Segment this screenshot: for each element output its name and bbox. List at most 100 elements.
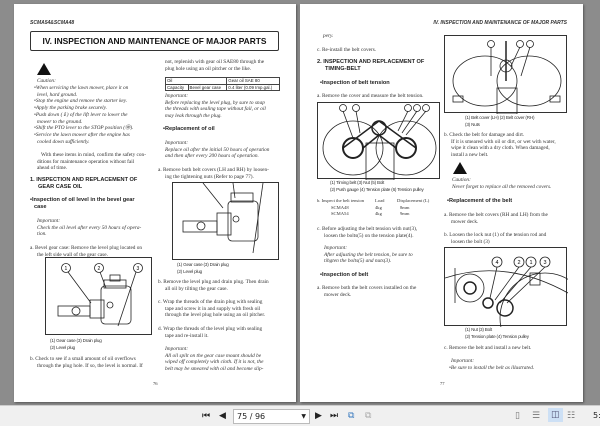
table-cell: Oil — [164, 77, 228, 85]
text-line: not, replenish with gear oil SAE80 throu… — [165, 59, 265, 65]
table-cell: 4kg — [375, 211, 382, 217]
caution-label: Caution: — [37, 78, 56, 84]
text-line: through the level plug hole using an oil… — [165, 312, 266, 319]
zoom-level[interactable]: 5: — [593, 411, 600, 420]
caption-line: (1) Nut (3) Bolt — [465, 327, 492, 332]
pdf-page-77: IV. INSPECTION AND MAINTENANCE OF MAJOR … — [300, 4, 591, 402]
important-note-2: Important: Before replacing the level pl… — [165, 93, 266, 120]
chevron-down-icon[interactable]: ▼ — [301, 413, 306, 420]
text-line: wipe it clean with a dry cloth. When dam… — [451, 145, 550, 152]
subheading-oil-level: •Inspection of oil level in the bevel ge… — [30, 197, 135, 211]
belt-tension-figure — [317, 102, 440, 181]
important-label: Important: — [324, 245, 347, 251]
gear-case-figure: 1 2 3 — [45, 257, 152, 335]
text-line: a. Remove both belt covers (LH and RH) b… — [158, 167, 269, 173]
tension-pulley-figure: 4 2 1 3 — [444, 247, 591, 364]
important-note-1: Important: After adjusting the belt tens… — [324, 245, 413, 265]
subheading-replacement-oil: •Replacement of oil — [163, 126, 215, 132]
page-number: 77 — [440, 381, 445, 386]
caution-line: cooled down sufficiently. — [37, 138, 90, 145]
text-line: through the plug hole. If so, the level … — [37, 362, 143, 369]
caption-line: (1) Gear case (3) Drain plug — [177, 262, 229, 267]
heading-line: 1. INSPECTION AND REPLACEMENT OF — [30, 177, 138, 183]
table-cell: SCMA48 — [331, 204, 349, 210]
heading-line: case — [34, 204, 47, 210]
heading-line: TIMING-BELT — [325, 66, 361, 72]
table-cell: 4kg — [375, 204, 382, 210]
belt-cover-illustration — [452, 40, 562, 115]
section-heading-2: 2. INSPECTION AND REPLACEMENT OF TIMING-… — [317, 59, 424, 73]
step-a: a. Remove the cover and measure the belt… — [317, 93, 424, 99]
caution-line: level, hard ground. — [37, 91, 78, 98]
text-line: c. Before adjusting the belt tension wit… — [317, 226, 418, 232]
callout-2: 2 — [98, 266, 101, 272]
text-line: a. Bevel gear case: Remove the level plu… — [30, 245, 143, 251]
text-line: belt may be smeared with oil and become … — [165, 366, 264, 373]
text-line: Before replacing the level plug, by sure… — [165, 99, 265, 106]
table-cell: SCMA54 — [331, 211, 349, 217]
caption-line: (3) Nuts — [465, 121, 480, 127]
mower-deck-illustration — [322, 104, 437, 181]
step2-a: a. Remove both belt covers (LH and RH) b… — [158, 167, 269, 180]
step-c2: c. Before adjusting the belt tension wit… — [317, 226, 417, 239]
first-page-button[interactable]: ⏮ — [202, 411, 211, 421]
important-note-1: Important: Check the oil level after eve… — [37, 218, 141, 238]
caution-label: Caution: — [452, 177, 471, 183]
important-note-4: Important: All oil spilt on the gear cas… — [165, 346, 263, 373]
text-line: If it is smeared with oil or dirt, or we… — [451, 138, 556, 145]
text-line: tihgten the bolts(5) and nuts(3). — [324, 258, 392, 265]
continuous-view-icon[interactable]: ☰ — [532, 411, 541, 421]
text-line: Never forget to replace all the removed … — [452, 183, 552, 190]
caption-line: (2) Level plug — [50, 344, 76, 350]
important-label: Important: — [165, 346, 188, 352]
page-number-value: 75 / 96 — [237, 412, 266, 421]
pdf-viewer-toolbar: ⏮ ◀ 75 / 96 ▼ ▶ ⏭ ⧉ ⧉ ▯ ☰ ◫ ☷ 5: — [0, 405, 600, 426]
subheading-belt-tension: •Inspection of belt tension — [320, 80, 390, 86]
single-page-view-icon[interactable]: ▯ — [515, 411, 520, 421]
heading-line: 2. INSPECTION AND REPLACEMENT OF — [317, 59, 425, 65]
text-line: the left side wall of the gear case. — [37, 251, 108, 258]
callout-1: 1 — [65, 266, 68, 272]
heading-line: •Inspection of oil level in the bevel ge… — [30, 197, 135, 203]
last-page-button[interactable]: ⏭ — [330, 411, 339, 421]
text-line: •Be sure to install the belt as illustra… — [449, 364, 535, 371]
text-line: a. Remove both the belt covers installed… — [317, 285, 417, 291]
text-line: the threads with sealing tape without fa… — [165, 106, 266, 113]
callout-2: 2 — [518, 260, 521, 266]
warning-icon — [453, 162, 467, 174]
table-cell: Capacity — [165, 83, 189, 91]
caption-line: (1) Gear case (3) Drain plug — [50, 338, 102, 343]
page-number: 76 — [153, 381, 158, 386]
table-cell: 9mm — [400, 211, 410, 217]
text-line: may leak through the plug. — [165, 113, 222, 120]
pdf-page-76: SCMA54&SCMA48 IV. INSPECTION AND MAINTEN… — [14, 4, 296, 402]
step3-a: a. Remove the belt covers (RH and LH) fr… — [444, 212, 548, 225]
table-row: SCMA54 4kg 9mm — [317, 211, 437, 218]
column-header: Load — [375, 198, 385, 203]
page-header: SCMA54&SCMA48 — [30, 20, 75, 26]
caution-line: •Stop the engine and remove the starter … — [34, 98, 128, 105]
page-number-input[interactable]: 75 / 96 ▼ — [233, 409, 310, 424]
caution-line: •Apply the parking brake securely. — [34, 105, 107, 112]
caution-line: •Shift the PTO lever to the STOP positio… — [34, 125, 134, 132]
two-page-continuous-view-icon[interactable]: ☷ — [567, 411, 576, 421]
previous-page-button[interactable]: ◀ — [219, 411, 226, 421]
go-forward-view-icon[interactable]: ⧉ — [365, 411, 372, 421]
two-page-view-icon[interactable]: ◫ — [548, 408, 563, 422]
page-title: IV. INSPECTION AND MAINTENANCE OF MAJOR … — [30, 31, 279, 51]
table-label: b. Inspect the belt tension — [317, 198, 365, 203]
text-line: ahead of time. — [37, 165, 68, 172]
belt-cover-figure — [444, 35, 567, 115]
table-cell: Bevel gear case — [187, 83, 228, 91]
text-line: mower deck. — [451, 218, 479, 225]
go-back-view-icon[interactable]: ⧉ — [348, 411, 355, 421]
figure-caption: (1) Gear case (3) Drain plug (2) Level p… — [177, 262, 229, 275]
important-label: Important: — [451, 358, 474, 364]
step3-b: b. Loosen the lock nut (1) of the tensio… — [444, 232, 546, 245]
caution-line: •Push down (⇓) of the lift lever to lowe… — [34, 111, 128, 118]
text-line: wiped off completely with cloth. If it i… — [165, 359, 264, 366]
next-page-button[interactable]: ▶ — [315, 411, 322, 421]
